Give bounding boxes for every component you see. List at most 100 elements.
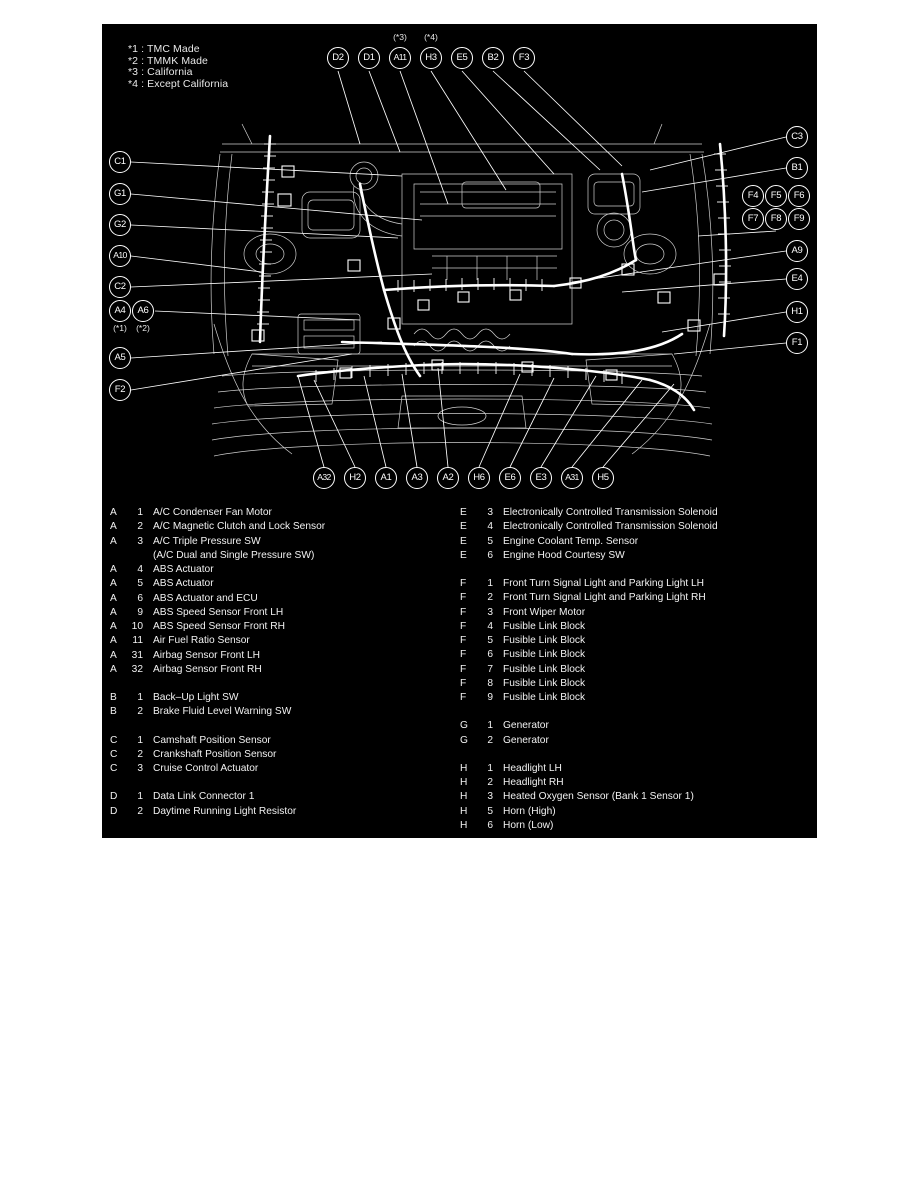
- legend-item-number: 1: [137, 507, 143, 518]
- legend-item-description: Headlight RH: [503, 777, 564, 788]
- callout-c2[interactable]: C2: [109, 276, 131, 298]
- legend-item-description: Headlight LH: [503, 762, 562, 774]
- legend-group-letter: A: [110, 507, 117, 518]
- legend-item-number: 9: [137, 606, 143, 618]
- callout-a32[interactable]: A32: [313, 467, 335, 489]
- callout-f8[interactable]: F8: [765, 208, 787, 230]
- legend-group-letter: G: [460, 720, 468, 732]
- callout-f9[interactable]: F9: [788, 208, 810, 230]
- legend-item-description: Horn (High): [503, 805, 556, 817]
- callout-note-h3: (*4): [424, 32, 438, 42]
- legend-item-number: 11: [132, 635, 143, 647]
- legend-item-description: Front Turn Signal Light and Parking Ligh…: [503, 578, 705, 589]
- legend-item-number: 1: [137, 734, 143, 746]
- callout-f2[interactable]: F2: [109, 379, 131, 401]
- callout-b2[interactable]: B2: [482, 47, 504, 69]
- legend-group-letter: E: [460, 549, 467, 561]
- callout-d2[interactable]: D2: [327, 47, 349, 69]
- callout-a9[interactable]: A9: [786, 240, 808, 262]
- legend-item-number: 1: [137, 692, 143, 703]
- legend-spacer: [460, 705, 810, 719]
- legend-right-row: F 1 Front Turn Signal Light and Parking Li…: [460, 577, 810, 591]
- callout-e4[interactable]: E4: [786, 268, 808, 290]
- callout-a4[interactable]: A4: [109, 300, 131, 322]
- callout-d1[interactable]: D1: [358, 47, 380, 69]
- legend-item-description: A/C Magnetic Clutch and Lock Sensor: [153, 521, 326, 533]
- callout-a10[interactable]: A10: [109, 245, 131, 267]
- callout-a2[interactable]: A2: [437, 467, 459, 489]
- legend-item-number: 4: [487, 620, 493, 632]
- legend-item-description: Camshaft Position Sensor: [153, 734, 271, 746]
- legend-item-description: Brake Fluid Level Warning SW: [153, 706, 292, 718]
- callout-f7[interactable]: F7: [742, 208, 764, 230]
- legend-item-number: 3: [487, 791, 493, 803]
- legend-item-description: Airbag Sensor Front LH: [153, 649, 261, 661]
- callout-f5[interactable]: F5: [765, 185, 787, 207]
- callout-f4[interactable]: F4: [742, 185, 764, 207]
- legend-item-number: 6: [487, 549, 493, 561]
- legend-group-letter: G: [460, 734, 468, 746]
- legend-item-number: 3: [487, 606, 493, 618]
- legend-item-description: Fusible Link Block: [503, 649, 586, 661]
- legend-group-letter: F: [460, 578, 467, 589]
- callout-f1[interactable]: F1: [786, 332, 808, 354]
- legend-item-number: 2: [487, 734, 493, 746]
- callout-h3[interactable]: H3: [420, 47, 442, 69]
- callout-a11[interactable]: A11: [389, 47, 411, 69]
- legend-item-description: Front Turn Signal Light and Parking Ligh…: [503, 592, 706, 604]
- legend-item-number: 3: [487, 507, 493, 518]
- callout-c1[interactable]: C1: [109, 151, 131, 173]
- legend-item-description: A/C Condenser Fan Motor: [153, 507, 272, 518]
- legend-item-number: 1: [137, 791, 143, 803]
- callout-f3[interactable]: F3: [513, 47, 535, 69]
- diagram-panel: *1 : TMC Made *2 : TMMK Made *3 : Califo…: [102, 24, 817, 838]
- callout-e5[interactable]: E5: [451, 47, 473, 69]
- legend-item-description: ABS Speed Sensor Front LH: [153, 606, 284, 618]
- callout-a3[interactable]: A3: [406, 467, 428, 489]
- callout-h2[interactable]: H2: [344, 467, 366, 489]
- legend-group-letter: F: [460, 677, 467, 689]
- legend-item-number: 2: [487, 777, 493, 788]
- callout-note-a6: (*2): [136, 323, 150, 333]
- callout-h6[interactable]: H6: [468, 467, 490, 489]
- callout-g2[interactable]: G2: [109, 214, 131, 236]
- legend-item-description: Heated Oxygen Sensor (Bank 1 Sensor 1): [503, 791, 694, 803]
- legend-item-description: Data Link Connector 1: [153, 791, 255, 803]
- legend-item-description: Fusible Link Block: [503, 620, 586, 632]
- callout-g1[interactable]: G1: [109, 183, 131, 205]
- callout-h5[interactable]: H5: [592, 467, 614, 489]
- callout-f6[interactable]: F6: [788, 185, 810, 207]
- legend-item-description: Crankshaft Position Sensor: [153, 748, 277, 760]
- callout-e3[interactable]: E3: [530, 467, 552, 489]
- legend-item-number: 6: [487, 649, 493, 661]
- callout-h1[interactable]: H1: [786, 301, 808, 323]
- legend-item-number: 2: [137, 805, 143, 817]
- legend-left-row: C 1 Camshaft Position Sensor: [110, 734, 455, 748]
- legend-group-letter: C: [110, 763, 118, 774]
- callout-a31[interactable]: A31: [561, 467, 583, 489]
- legend-item-description: ABS Speed Sensor Front RH: [153, 621, 285, 632]
- callout-a1[interactable]: A1: [375, 467, 397, 489]
- legend-group-letter: E: [460, 535, 467, 547]
- legend-group-letter: C: [110, 734, 118, 746]
- callout-a5[interactable]: A5: [109, 347, 131, 369]
- callout-e6[interactable]: E6: [499, 467, 521, 489]
- callout-a6[interactable]: A6: [132, 300, 154, 322]
- legend-group-letter: F: [460, 620, 467, 632]
- legend-item-number: 1: [487, 578, 493, 589]
- callout-b1[interactable]: B1: [786, 157, 808, 179]
- callout-c3[interactable]: C3: [786, 126, 808, 148]
- legend-group-letter: D: [110, 791, 118, 803]
- legend-item-description: Front Wiper Motor: [503, 606, 586, 618]
